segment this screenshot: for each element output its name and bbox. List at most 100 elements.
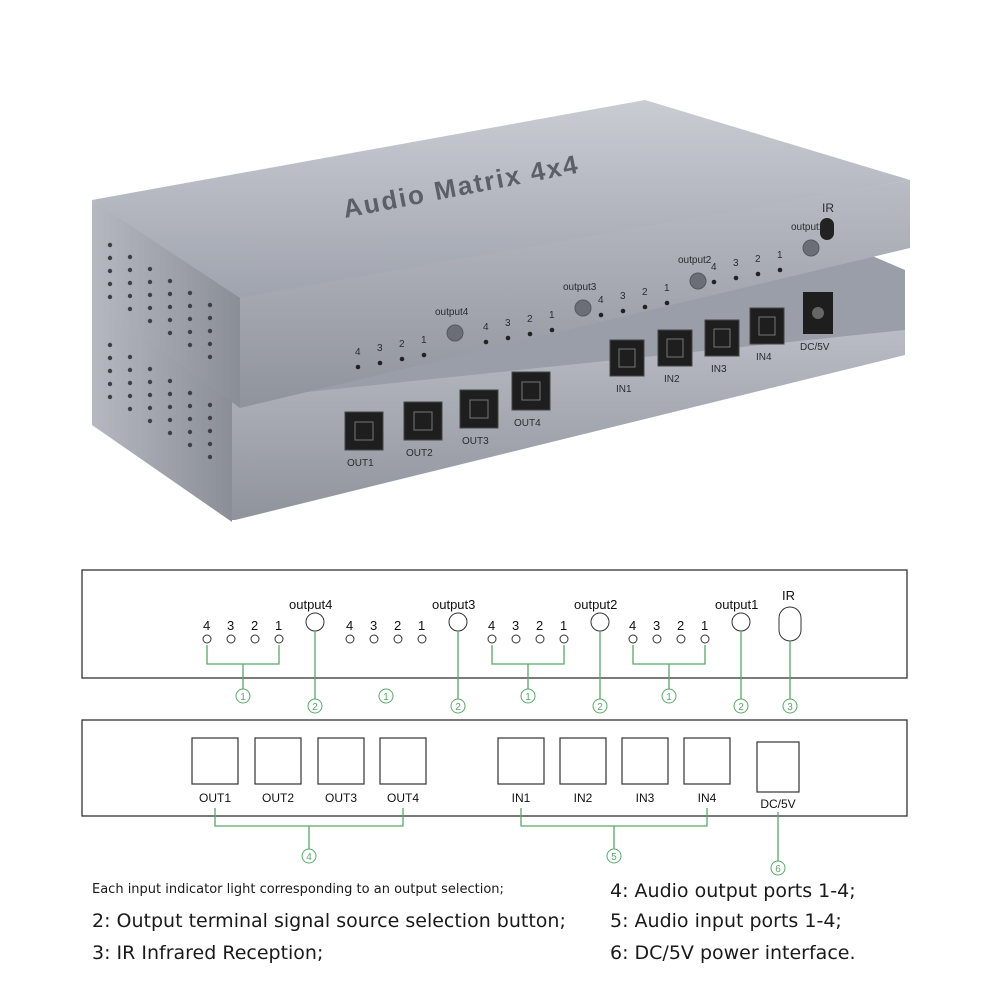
led-number: 1 [275,618,282,633]
led-indicator [700,634,710,644]
ir-receiver [778,606,802,642]
power-port-label: DC/5V [760,797,795,811]
callout-marker [782,698,798,714]
callout-marker [661,688,677,704]
legend-item-6: 6: DC/5V power interface. [610,942,856,964]
device-led-number: 2 [642,287,648,298]
output-port-label: OUT3 [325,791,357,805]
device-led-number: 2 [527,314,533,325]
legend-item-5: 5: Audio input ports 1-4; [610,910,842,932]
device-led [527,331,533,337]
vent-hole [127,306,133,312]
device-input-port [657,329,693,367]
vent-hole [147,266,153,272]
input-port [621,737,669,785]
device-select-button [446,324,464,342]
vent-hole [187,303,193,309]
device-led-number: 4 [598,295,604,306]
device-led [711,279,717,285]
output-group-label: output3 [432,597,475,612]
led-indicator [345,634,355,644]
output-port [191,737,239,785]
vent-hole [167,304,173,310]
vent-hole [127,280,133,286]
vent-hole [187,416,193,422]
device-led-number: 3 [620,291,626,302]
device-led [421,352,427,358]
led-bracket [632,645,706,665]
device-led [598,312,604,318]
device-output-label: output2 [678,255,712,266]
vent-hole [167,278,173,284]
input-port-label: IN4 [698,791,717,805]
input-bracket [520,808,708,827]
callout-marker [520,688,536,704]
vent-hole [207,441,213,447]
vent-hole [187,442,193,448]
vent-hole [147,318,153,324]
callout-marker [235,688,251,704]
led-number: 4 [629,618,636,633]
led-number: 2 [394,618,401,633]
output-port [317,737,365,785]
vent-hole [127,380,133,386]
input-port [683,737,731,785]
vent-hole [147,379,153,385]
device-output-port [459,389,499,429]
callout-button: 2 [597,702,603,713]
callout-led: 1 [666,692,672,703]
device-output-label: OUT3 [462,436,489,447]
input-port-label: IN3 [636,791,655,805]
led-number: 1 [560,618,567,633]
device-led-number: 4 [711,262,717,273]
ir-label: IR [782,588,795,603]
input-port [559,737,607,785]
callout-marker [301,848,317,864]
led-indicator [559,634,569,644]
device-power-label: DC/5V [800,342,830,353]
led-number: 4 [203,618,210,633]
led-bracket [206,645,280,665]
vent-hole [107,281,113,287]
device-output-label: OUT2 [406,448,433,459]
input-port-label: IN1 [512,791,531,805]
select-button [305,612,325,632]
upper-unit-lid [92,100,910,300]
input-port-label: IN2 [574,791,593,805]
led-indicator [511,634,521,644]
led-bracket [491,645,565,665]
led-indicator [652,634,662,644]
vent-hole [127,293,133,299]
callout-marker [450,698,466,714]
led-indicator [369,634,379,644]
upper-unit-front [238,180,910,408]
device-led-number: 1 [664,283,670,294]
device-port-inner [758,316,776,336]
vent-hole [167,378,173,384]
device-input-port [749,307,785,345]
led-indicator [676,634,686,644]
vent-hole [167,391,173,397]
vent-hole [167,330,173,336]
vent-hole [147,292,153,298]
output-group-label: output2 [574,597,617,612]
vent-hole [167,417,173,423]
vent-hole [127,254,133,260]
vent-hole [207,328,213,334]
device-port-inner [469,399,489,419]
vent-hole [207,415,213,421]
vent-hole [207,315,213,321]
device-input-label: IN4 [756,352,772,363]
led-indicator [274,634,284,644]
device-input-label: IN3 [711,364,727,375]
device-output-label: OUT1 [347,458,374,469]
output-group-label: output4 [289,597,332,612]
device-led-number: 1 [777,250,783,261]
vent-hole [107,368,113,374]
led-number: 4 [346,618,353,633]
legend-item-2: 2: Output terminal signal source selecti… [92,910,566,932]
vent-hole [107,342,113,348]
device-led [733,275,739,281]
device-led-number: 1 [549,310,555,321]
